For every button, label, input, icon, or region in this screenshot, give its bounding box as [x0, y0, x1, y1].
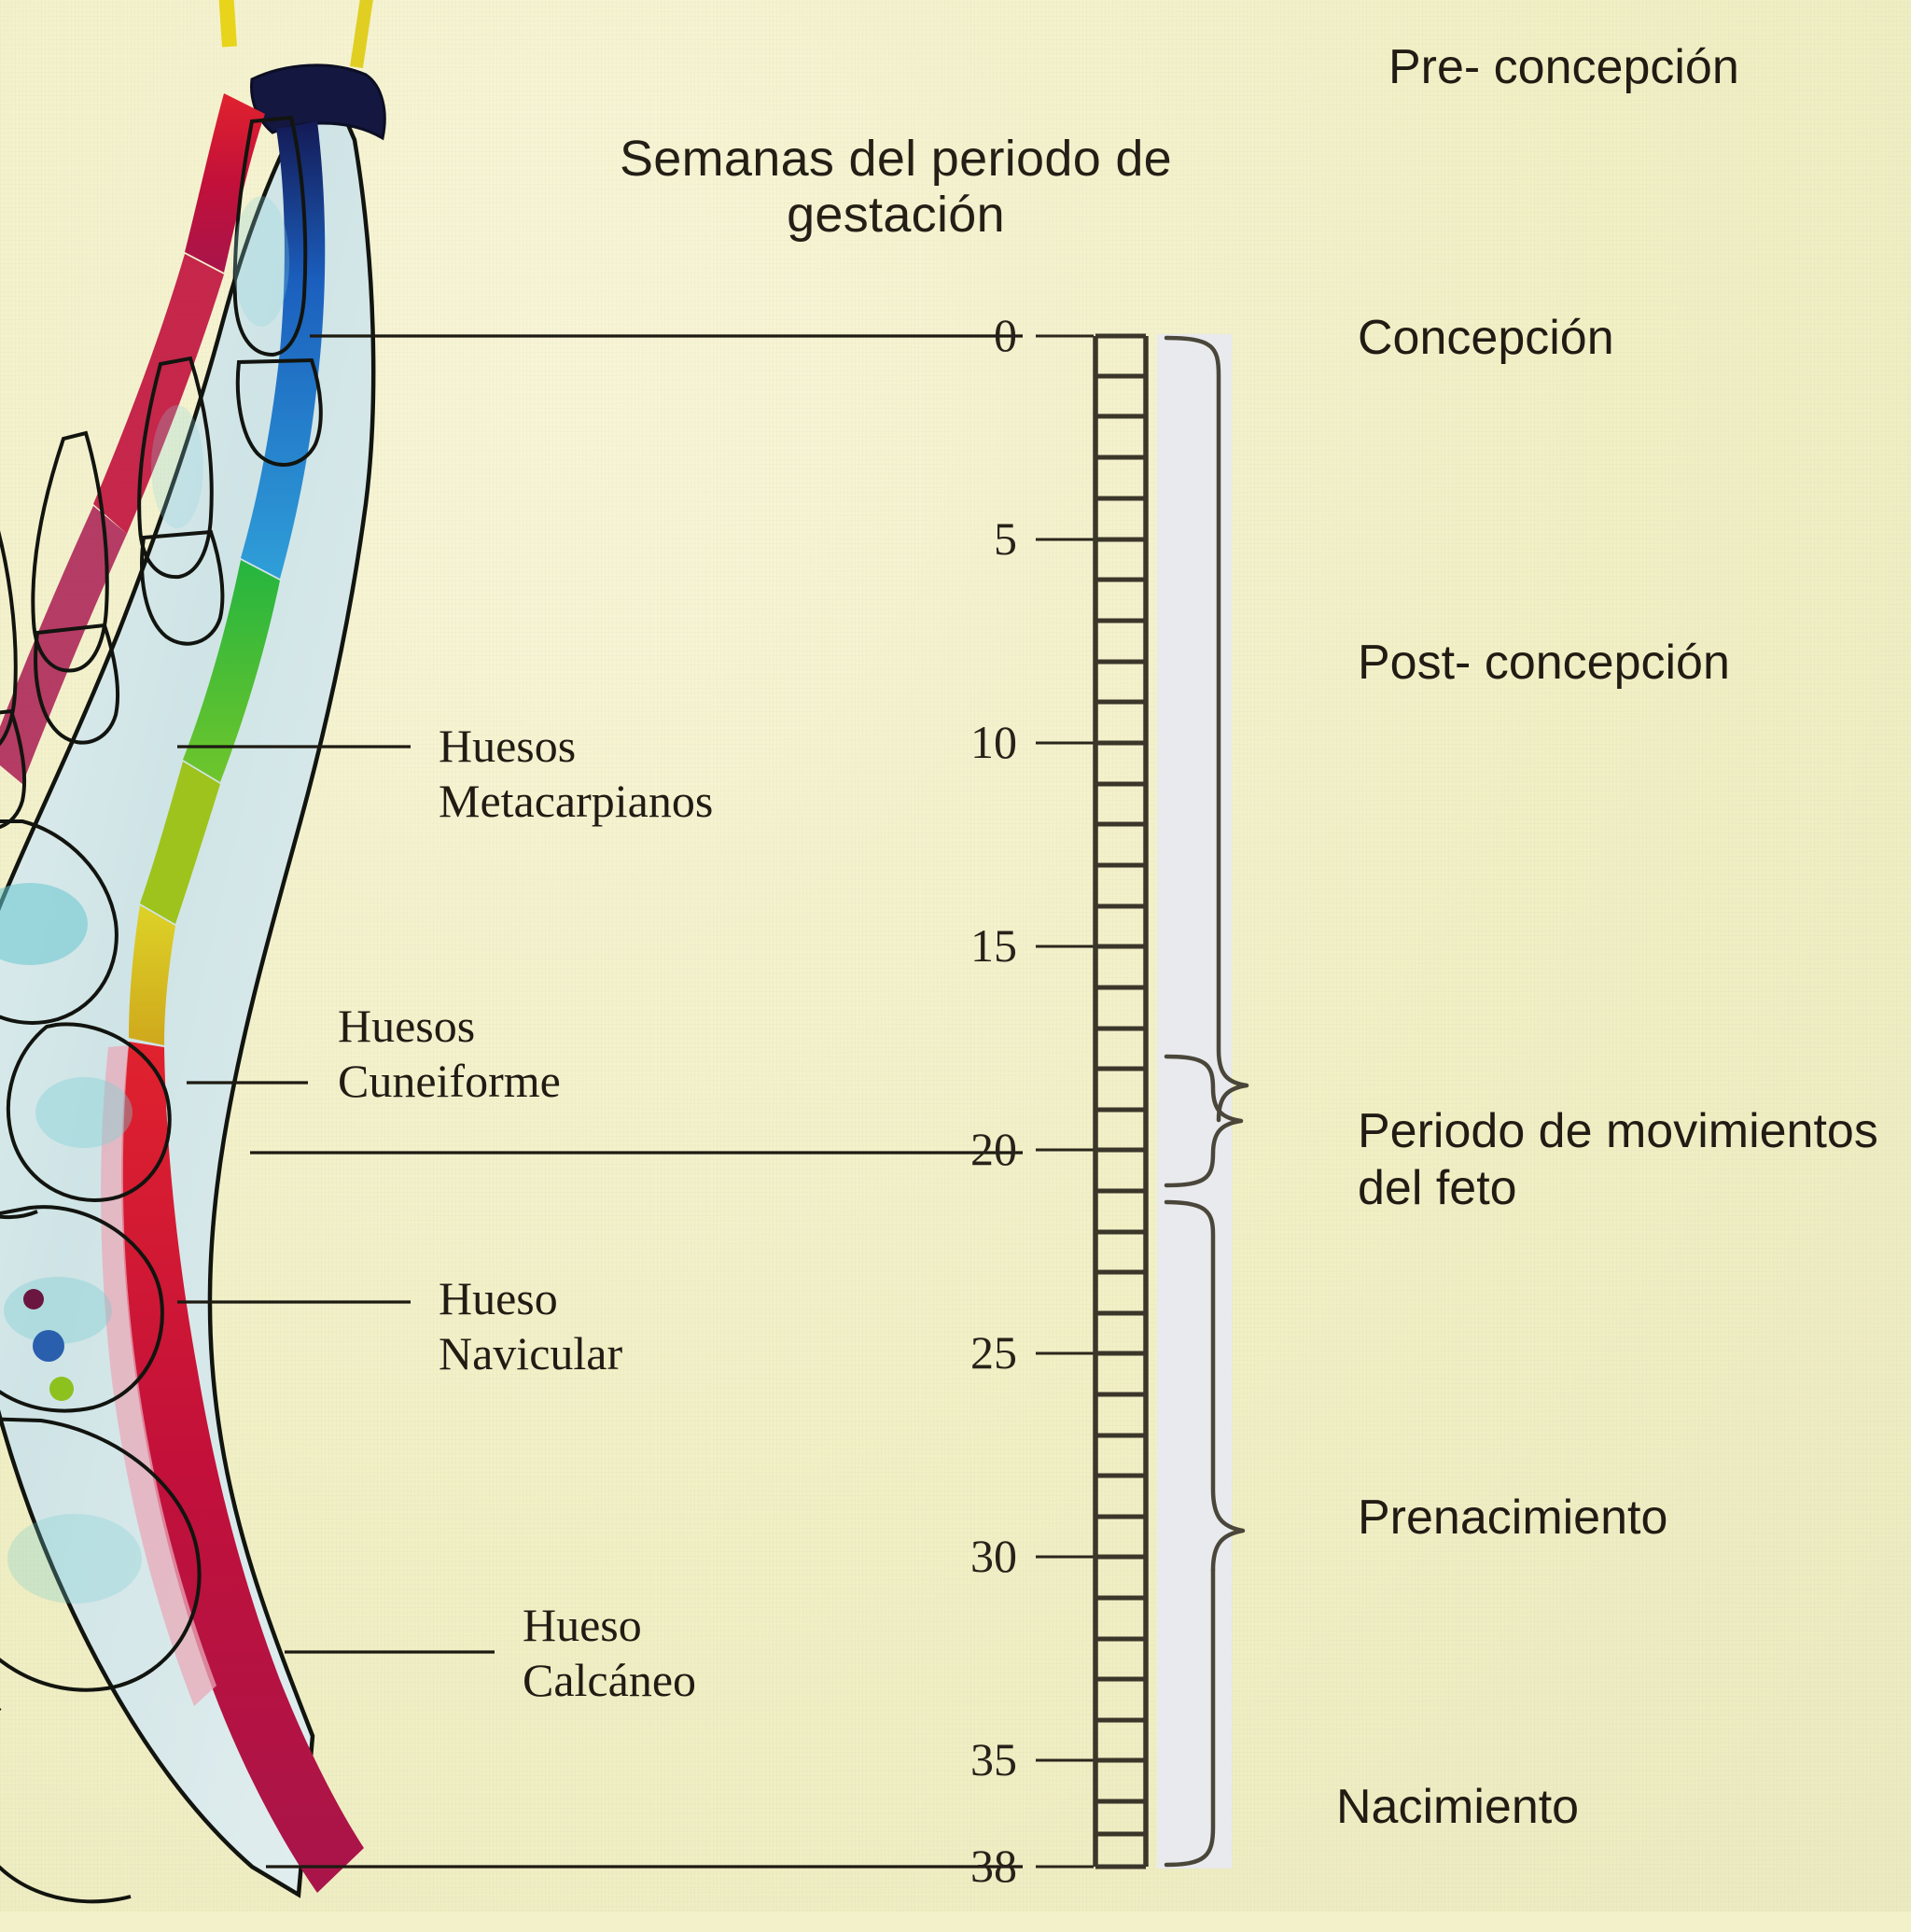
page-title: Semanas del periodo de gestación [619, 131, 1172, 244]
gestation-week-ladder [1093, 333, 1149, 1869]
stage-label-movimiento-feto: Periodo de movimientos del feto [1358, 1104, 1878, 1216]
scale-tick-label-35: 35 [970, 1733, 1017, 1785]
stage-label-nacimiento: Nacimiento [1336, 1780, 1580, 1834]
scale-tick-label-20: 20 [970, 1123, 1017, 1175]
scale-tick-label-15: 15 [970, 919, 1017, 972]
bone-label-cuneiforme: Huesos Cuneiforme [338, 1000, 561, 1107]
scale-tick-label-5: 5 [994, 512, 1017, 565]
scale-tick-label-25: 25 [970, 1326, 1017, 1379]
bone-label-calcaneo: Hueso Calcáneo [523, 1599, 697, 1706]
stage-label-pre-concepcion: Pre- concepción [1388, 40, 1739, 94]
brace-movimiento-feto [1164, 1054, 1244, 1188]
scale-tick-label-0: 0 [994, 309, 1017, 361]
foot-skeleton-illustration [0, 0, 386, 1904]
bone-label-navicular: Hueso Navicular [439, 1272, 623, 1379]
bone-label-metacarpianos: Huesos Metacarpianos [439, 720, 714, 827]
scale-tick-marks [1036, 334, 1094, 1869]
scale-tick-label-30: 30 [970, 1530, 1017, 1582]
scale-tick-label-38: 38 [970, 1840, 1017, 1892]
brace-nacimiento [1164, 1567, 1216, 1868]
stage-label-prenacimiento: Prenacimiento [1358, 1491, 1668, 1545]
brace-prenacimiento [1164, 1199, 1246, 1573]
brace-post-concepcion [1164, 335, 1249, 1123]
scale-tick-label-10: 10 [970, 716, 1017, 768]
stage-label-post-concepcion: Post- concepción [1358, 636, 1730, 690]
stage-label-concepcion: Concepción [1358, 311, 1614, 365]
